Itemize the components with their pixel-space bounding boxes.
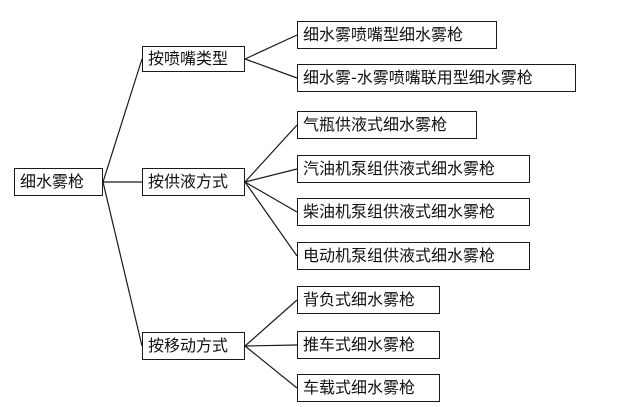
connector-cat2-leaf7 bbox=[244, 344, 298, 347]
leaf-node: 车载式细水雾枪 bbox=[297, 374, 440, 402]
connector-root-cat0 bbox=[102, 58, 143, 183]
root-node: 细水雾枪 bbox=[14, 168, 103, 196]
leaf-node: 推车式细水雾枪 bbox=[297, 331, 440, 359]
connector-cat1-leaf2 bbox=[244, 124, 298, 183]
connector-cat0-leaf0 bbox=[244, 34, 298, 60]
category-node-supply-method: 按供液方式 bbox=[142, 168, 245, 196]
leaf-node: 气瓶供液式细水雾枪 bbox=[297, 111, 477, 139]
connector-cat0-leaf1 bbox=[244, 58, 298, 79]
leaf-node: 背负式细水雾枪 bbox=[297, 286, 440, 314]
category-node-nozzle-type: 按喷嘴类型 bbox=[142, 46, 245, 72]
leaf-node: 柴油机泵组供液式细水雾枪 bbox=[297, 198, 530, 226]
connector-cat2-leaf8 bbox=[244, 345, 298, 389]
connector-cat1-leaf5 bbox=[244, 181, 298, 257]
leaf-node: 汽油机泵组供液式细水雾枪 bbox=[297, 155, 530, 183]
connector-root-cat2 bbox=[102, 181, 143, 347]
connector-cat1-leaf4 bbox=[244, 181, 298, 213]
category-node-mobility-method: 按移动方式 bbox=[142, 332, 245, 360]
connector-cat1-leaf3 bbox=[244, 168, 298, 183]
leaf-node: 细水雾喷嘴型细水雾枪 bbox=[297, 21, 497, 49]
leaf-node: 细水雾-水雾喷嘴联用型细水雾枪 bbox=[297, 64, 576, 92]
leaf-node: 电动机泵组供液式细水雾枪 bbox=[297, 242, 530, 270]
connector-cat2-leaf6 bbox=[244, 299, 298, 347]
